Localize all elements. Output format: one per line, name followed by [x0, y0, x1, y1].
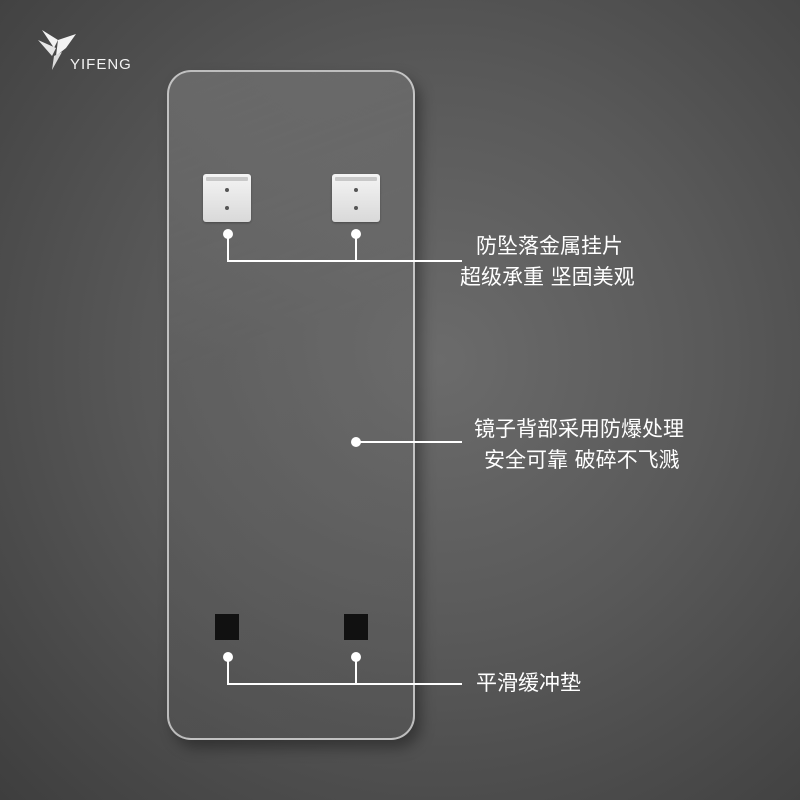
callout-bracket-label: 防坠落金属挂片 超级承重 坚固美观	[460, 231, 635, 293]
bracket-hole	[354, 206, 358, 210]
cushion-pad-right	[344, 614, 368, 640]
callout-line	[227, 234, 229, 261]
callout-explosion-proof-line1: 镜子背部采用防爆处理	[474, 417, 684, 441]
callout-line	[227, 683, 462, 685]
callout-line	[227, 260, 462, 262]
metal-hanging-bracket-left	[203, 174, 251, 222]
cushion-pad-left	[215, 614, 239, 640]
callout-line	[355, 657, 357, 684]
callout-cushion-label: 平滑缓冲垫	[476, 668, 581, 699]
brand-logo: YIFENG	[36, 26, 136, 76]
callout-line	[356, 441, 462, 443]
mirror-back-panel	[167, 70, 415, 740]
callout-line	[355, 234, 357, 261]
callout-bracket-line2: 超级承重 坚固美观	[460, 265, 635, 289]
callout-explosion-proof-label: 镜子背部采用防爆处理 安全可靠 破碎不飞溅	[474, 414, 684, 476]
callout-line	[227, 657, 229, 684]
bracket-hole	[225, 206, 229, 210]
brand-name: YIFENG	[70, 56, 132, 73]
bird-logo-icon	[38, 30, 76, 70]
callout-explosion-proof-line2: 安全可靠 破碎不飞溅	[484, 448, 680, 472]
metal-hanging-bracket-right	[332, 174, 380, 222]
bracket-hole	[225, 188, 229, 192]
callout-cushion-line1: 平滑缓冲垫	[476, 671, 581, 695]
callout-bracket-line1: 防坠落金属挂片	[476, 234, 623, 258]
bracket-hole	[354, 188, 358, 192]
